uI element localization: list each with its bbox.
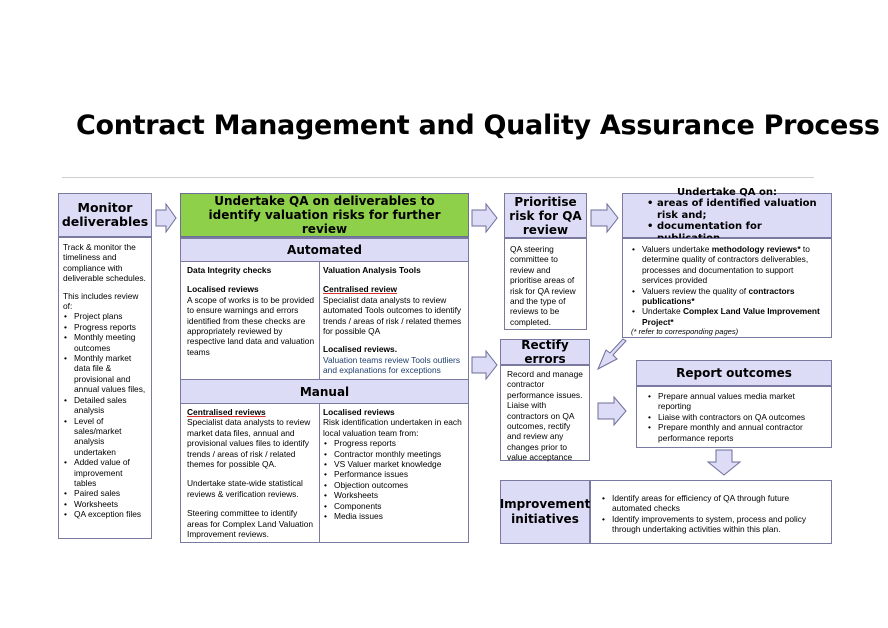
list-item: Worksheets (64, 499, 147, 510)
list-item: Valuers undertake methodology reviews* t… (632, 244, 825, 286)
localised-reviews-heading: Localised reviews. (323, 344, 398, 355)
improvement-list: Identify areas for efficiency of QA thro… (601, 493, 825, 535)
list-item: areas of identified valuation risk and; (647, 198, 823, 221)
manual-centralised-section: Centralised reviews Specialist data anal… (187, 407, 317, 539)
list-item: Project plans (64, 311, 147, 322)
report-outcomes-header: Report outcomes (636, 360, 832, 386)
improvement-initiatives-header: Improvement initiatives (500, 480, 590, 544)
list-item: Objection outcomes (324, 480, 466, 491)
centralised-reviews-heading: Centralised reviews (187, 407, 266, 417)
prioritise-risk-body: QA steering committee to review and prio… (504, 238, 587, 330)
list-item: Performance issues (324, 469, 466, 480)
arrow-undertake-to-prioritise (471, 202, 498, 234)
list-item: Worksheets (324, 490, 466, 501)
monitor-deliverables-header: Monitor deliverables (58, 193, 152, 237)
arrow-prioritise-to-undertake-qa (590, 202, 619, 234)
undertake-qa-on-body: Valuers undertake methodology reviews* t… (622, 238, 832, 338)
divider (62, 177, 814, 178)
risk-identification-text: Risk identification undertaken in each l… (323, 417, 462, 438)
centralised-review-text: Specialist data analysts to review autom… (323, 294, 462, 337)
localised-reviews-text: A scope of works is to be provided to en… (187, 294, 315, 357)
rectify-text: Record and manage contractor performance… (507, 369, 583, 463)
report-outcomes-body: Prepare annual values media market repor… (636, 386, 832, 448)
list-item: Liaise with contractors on QA outcomes (648, 412, 825, 423)
rectify-errors-body: Record and manage contractor performance… (500, 365, 590, 463)
manual-header: Manual (180, 379, 469, 404)
centralised-review-heading: Centralised review (323, 284, 398, 295)
report-outcomes-list: Prepare annual values media market repor… (647, 391, 825, 443)
undertake-qa-on-list: Valuers undertake methodology reviews* t… (631, 244, 825, 327)
list-item: Media issues (324, 511, 466, 522)
arrow-monitor-to-undertake (155, 202, 177, 234)
arrow-undertake-qa-to-rectify (596, 338, 627, 371)
list-item: Paired sales (64, 488, 147, 499)
centralised-reviews-text: Specialist data analysts to review marke… (187, 417, 311, 470)
list-item: Level of sales/market analysis undertake… (64, 416, 147, 458)
monitor-list: Project plans Progress reports Monthly m… (63, 311, 147, 520)
list-item: Contractor monthly meetings (324, 449, 466, 460)
list-item: Valuers review the quality of contractor… (632, 286, 825, 307)
monitor-deliverables-body: Track & monitor the timeliness and compl… (58, 237, 152, 539)
localised-reviews-heading: Localised reviews (323, 407, 395, 417)
valuation-tools-heading: Valuation Analysis Tools (323, 265, 421, 275)
list-item: Undertake Complex Land Value Improvement… (632, 306, 825, 327)
arrow-report-to-improvement (706, 449, 742, 476)
list-item: Added value of improvement tables (64, 457, 147, 488)
steering-committee-text: Steering committee to identify areas for… (187, 508, 314, 540)
monitor-list-intro: This includes review of: (63, 290, 139, 312)
list-item: VS Valuer market knowledge (324, 459, 466, 470)
footnote: (* refer to corresponding pages) (631, 327, 739, 337)
monitor-intro: Track & monitor the timeliness and compl… (63, 242, 146, 284)
improvement-initiatives-body: Identify areas for efficiency of QA thro… (590, 480, 832, 544)
localised-reviews-text: Valuation teams review Tools outliers an… (323, 354, 461, 376)
localised-reviews-heading: Localised reviews (187, 284, 259, 295)
data-integrity-heading: Data Integrity checks (187, 265, 272, 275)
undertake-qa-on-header: Undertake QA on: areas of identified val… (622, 187, 832, 244)
list-item: Detailed sales analysis (64, 395, 147, 416)
undertake-qa-header: Undertake QA on deliverables to identify… (180, 193, 469, 237)
page-title: Contract Management and Quality Assuranc… (76, 110, 880, 141)
divider (319, 262, 320, 379)
automated-header: Automated (180, 238, 469, 262)
prioritise-risk-header: Prioritise risk for QA review (504, 193, 587, 238)
undertake-qa-on-title: Undertake QA on: (677, 186, 777, 198)
valuation-tools-section: Valuation Analysis Tools Centralised rev… (323, 265, 466, 376)
list-item: Progress reports (64, 322, 147, 333)
arrow-rectify-to-report (597, 395, 627, 427)
list-item: Identify areas for efficiency of QA thro… (602, 493, 825, 514)
list-item: QA exception files (64, 509, 147, 520)
rectify-errors-header: Rectify errors (500, 338, 590, 366)
list-item: Monthly meeting outcomes (64, 332, 147, 353)
list-item: Components (324, 501, 466, 512)
arrow-undertake-to-rectify (471, 349, 498, 381)
prioritise-text: QA steering committee to review and prio… (510, 244, 576, 327)
list-item: Prepare annual values media market repor… (648, 391, 825, 412)
list-item: Monthly market data file & provisional a… (64, 353, 147, 395)
divider (319, 404, 320, 543)
statewide-reviews-text: Undertake state-wide statistical reviews… (187, 478, 303, 499)
list-item: Identify improvements to system, process… (602, 514, 825, 535)
list-item: Prepare monthly and annual contractor pe… (648, 422, 825, 443)
risk-sources-list: Progress reports Contractor monthly meet… (323, 438, 466, 522)
data-integrity-section: Data Integrity checks Localised reviews … (187, 265, 315, 357)
undertake-qa-body: Automated Data Integrity checks Localise… (180, 237, 469, 543)
list-item: Progress reports (324, 438, 466, 449)
manual-localised-section: Localised reviews Risk identification un… (323, 407, 466, 522)
